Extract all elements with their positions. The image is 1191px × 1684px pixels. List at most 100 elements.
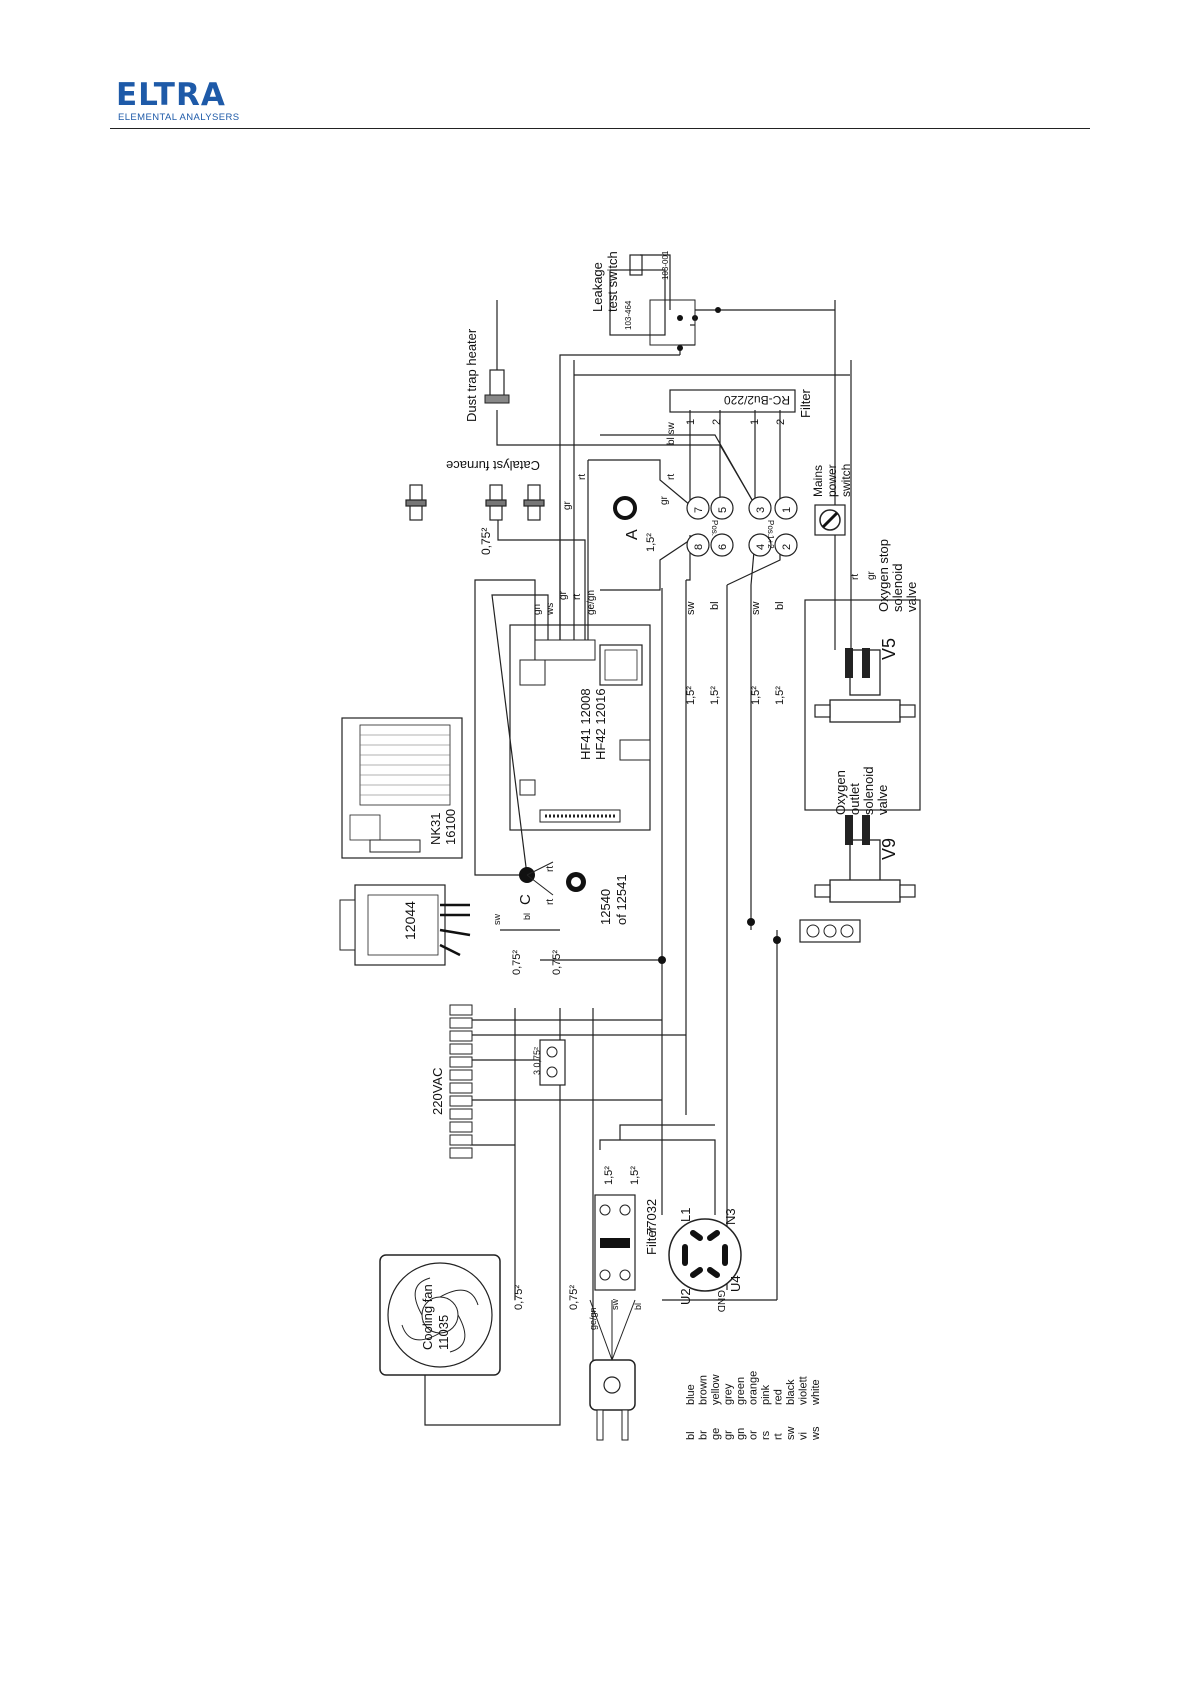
pin-label: 5 <box>717 507 729 513</box>
filter-top: RC-Bu2/220 Filter 1 2 1 2 <box>669 388 813 425</box>
v9-label: V9 <box>879 838 899 860</box>
wire-label: ge/gn <box>586 590 597 615</box>
oxygen-stop-valve: V5 Oxygen stop solenoid valve <box>804 535 921 811</box>
leakage-switch-label: Leakage test switch <box>590 251 620 312</box>
switch-pin-labels: 7 5 3 1 8 6 4 2 Pos. Pos. 1+2 <box>693 507 793 550</box>
switch-pin <box>774 496 798 520</box>
section-label: 1,5² <box>685 686 697 705</box>
wire <box>491 594 549 876</box>
legend-code: gr <box>723 1430 735 1440</box>
u2-label: U2 <box>678 1288 693 1305</box>
filter-pin: 2 <box>775 419 787 425</box>
filter-pin: 2 <box>711 419 723 425</box>
wire-label: sw <box>492 914 502 926</box>
wire-label: rt <box>666 474 677 480</box>
legend-code: ge <box>710 1428 722 1440</box>
section-labels: 1,5² 1,5² 1,5² 1,5² sw bl sw bl <box>685 601 786 705</box>
connector-a-section: 1,5² <box>645 533 657 552</box>
section-label: 1,5² <box>774 686 786 705</box>
legend-name: blue <box>685 1384 697 1405</box>
section-label: 1,5² <box>750 686 762 705</box>
wire-label: bl sw <box>666 421 677 445</box>
oxygen-outlet-valve: V9 Oxygen outlet solenoid valve <box>814 763 916 903</box>
socket-bank <box>799 919 861 943</box>
page-header: ELTRA ELEMENTAL ANALYSERS <box>110 78 1090 130</box>
legend-name: orange <box>748 1371 760 1405</box>
part-103-464: 103-464 <box>624 300 633 330</box>
legend-code: vi <box>798 1432 810 1440</box>
color-legend: blbluebrbrowngeyellowgrgreygngreenororan… <box>685 1371 822 1441</box>
filter-top-label: Filter <box>798 388 813 418</box>
legend-name: yellow <box>710 1374 722 1405</box>
transformer: 12044 sw bl 0,75² 0,75² <box>339 884 563 975</box>
mains-switch-label: Mains power switch <box>811 461 853 497</box>
legend-name: violett <box>798 1376 810 1405</box>
junction <box>677 345 683 351</box>
wire <box>497 510 586 640</box>
wire-label: rt <box>545 866 556 872</box>
section-label: 0,75² <box>568 1285 580 1310</box>
pin-label: 2 <box>781 544 793 550</box>
mains-plug: ge/gn sw bl <box>588 1299 643 1441</box>
connector-a-label: A <box>624 529 641 540</box>
legend-code: rs <box>760 1430 772 1440</box>
wire-labels-top: bl sw rt rt gr gr gn ws gr rt ge/gn rt g… <box>532 421 877 616</box>
switch-pin <box>748 496 772 520</box>
wire <box>600 539 691 591</box>
terminal-block: 220VAC 3 0,75² <box>430 1004 566 1159</box>
wire <box>600 434 756 506</box>
part-103-001: 103-001 <box>661 250 670 280</box>
cooling-fan: Cooling fan 11035 0,75² 0,75² <box>379 1254 580 1376</box>
header-rule <box>110 128 1090 129</box>
hf-board: HF41 12008 HF42 12016 <box>509 624 651 831</box>
wire <box>619 1124 715 1140</box>
pos-label: Pos. <box>710 520 719 536</box>
legend-code: gn <box>735 1428 747 1440</box>
gnd-label: GND <box>715 1290 726 1312</box>
eltra-logo-subtitle: ELEMENTAL ANALYSERS <box>118 112 240 123</box>
section-label: 1,5² <box>629 1166 641 1185</box>
oxygen-stop-label: Oxygen stop solenoid valve <box>876 535 919 612</box>
pin-label: 6 <box>717 544 729 550</box>
filter-bottom-label: Filter <box>644 1225 659 1255</box>
switch-pin <box>774 533 798 557</box>
junction <box>773 936 781 944</box>
section-label: 0,75² <box>511 950 523 975</box>
switch-pin <box>686 496 710 520</box>
wire-label: bl <box>774 601 786 610</box>
legend-name: brown <box>698 1375 710 1405</box>
oxygen-outlet-label: Oxygen outlet solenoid valve <box>833 763 890 815</box>
dust-trap-label: Dust trap heater <box>464 328 479 422</box>
legend-code: br <box>698 1430 710 1440</box>
catalyst-section: 0,75² <box>479 528 493 555</box>
pin-label: 7 <box>693 507 705 513</box>
junctions <box>658 307 781 964</box>
legend-code: ws <box>810 1426 822 1441</box>
section-label: 1,5² <box>709 686 721 705</box>
junction <box>677 315 683 321</box>
round-connector: L1 N3 U2 U4 GND <box>668 1208 743 1312</box>
cooling-fan-label: Cooling fan 11035 <box>420 1281 451 1350</box>
pos-label: 1+2 <box>766 535 775 549</box>
legend-code: sw <box>785 1427 797 1441</box>
filter-pin: 1 <box>749 419 761 425</box>
legend-code: rt <box>773 1433 785 1440</box>
section-label: 0,75² <box>513 1285 525 1310</box>
catalyst-furnace: Catalyst furnace 0,75² <box>405 458 545 555</box>
l1-label: L1 <box>678 1208 693 1222</box>
wire <box>559 354 680 640</box>
wire-label: bl <box>522 913 532 920</box>
wire-label: rt <box>577 474 588 480</box>
legend-name: red <box>773 1389 785 1405</box>
n3-label: N3 <box>723 1208 738 1225</box>
wire <box>474 579 536 876</box>
legend-name: white <box>810 1379 822 1406</box>
part-12540-label: 12540 of 12541 <box>598 874 629 925</box>
section-label: 0,75² <box>551 950 563 975</box>
wire-label: gr <box>562 500 573 510</box>
terminal-section-label: 3 0,75² <box>532 1047 542 1075</box>
transformer-label: 12044 <box>402 901 418 940</box>
filter-pin: 1 <box>685 419 697 425</box>
wire-label: gr <box>558 590 569 600</box>
